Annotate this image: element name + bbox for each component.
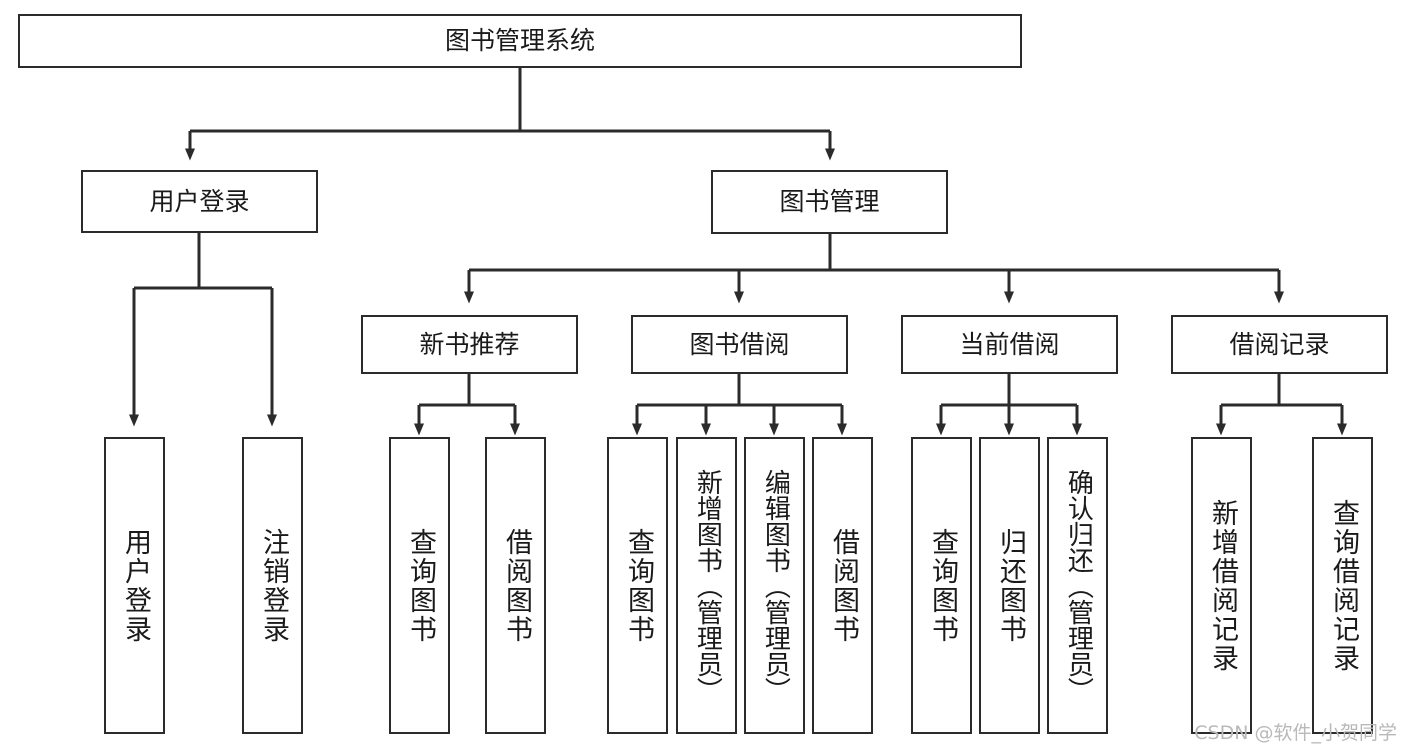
node-root-system[interactable]: 图书管理系统: [18, 14, 1022, 68]
leaf-query-borrow-record[interactable]: 查询借阅记录: [1312, 437, 1373, 734]
node-book-management[interactable]: 图书管理: [711, 170, 948, 234]
leaf-edit-book-admin[interactable]: 编辑图书（管理员）: [744, 437, 805, 734]
leaf-logout[interactable]: 注销登录: [242, 437, 303, 734]
node-current-borrow[interactable]: 当前借阅: [901, 315, 1118, 374]
leaf-user-login[interactable]: 用户登录: [104, 437, 165, 734]
leaf-borrow-book-recommend[interactable]: 借阅图书: [485, 437, 546, 734]
leaf-return-book[interactable]: 归还图书: [979, 437, 1040, 734]
leaf-add-book-admin[interactable]: 新增图书（管理员）: [676, 437, 737, 734]
leaf-query-book-current[interactable]: 查询图书: [911, 437, 972, 734]
node-new-book-recommend[interactable]: 新书推荐: [361, 315, 578, 374]
node-borrow-record[interactable]: 借阅记录: [1171, 315, 1388, 374]
node-user-login[interactable]: 用户登录: [81, 170, 318, 233]
leaf-query-book-borrow[interactable]: 查询图书: [607, 437, 668, 734]
leaf-confirm-return-admin[interactable]: 确认归还（管理员）: [1047, 437, 1108, 734]
csdn-watermark: CSDN @软件_小贺同学: [1194, 722, 1397, 744]
leaf-borrow-book[interactable]: 借阅图书: [812, 437, 873, 734]
leaf-add-borrow-record[interactable]: 新增借阅记录: [1191, 437, 1252, 734]
leaf-query-book-recommend[interactable]: 查询图书: [389, 437, 450, 734]
node-book-borrow[interactable]: 图书借阅: [631, 315, 848, 374]
